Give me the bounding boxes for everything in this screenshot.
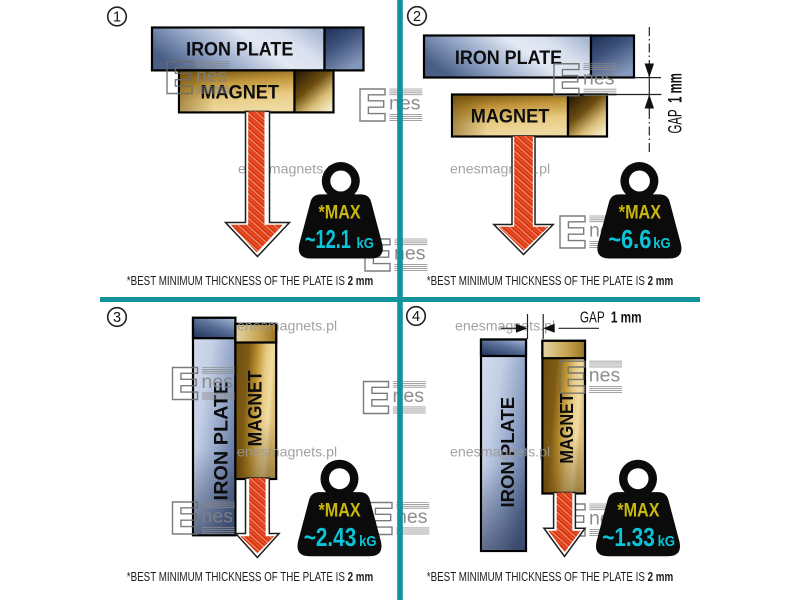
svg-text:~2.43: ~2.43 — [304, 523, 357, 552]
svg-text:kG: kG — [357, 235, 374, 251]
svg-text:3: 3 — [113, 310, 121, 326]
svg-text:enesmagnets.pl: enesmagnets.pl — [237, 445, 337, 461]
svg-text:kG: kG — [658, 534, 675, 550]
svg-text:enesmagnets.pl: enesmagnets.pl — [455, 319, 555, 335]
svg-text:*MAX: *MAX — [318, 499, 360, 521]
svg-text:IRON PLATE: IRON PLATE — [186, 38, 293, 60]
svg-text:*MAX: *MAX — [619, 201, 661, 223]
svg-text:IRON PLATE: IRON PLATE — [211, 382, 233, 501]
svg-text:*BEST MINIMUM THICKNESS OF THE: *BEST MINIMUM THICKNESS OF THE PLATE IS … — [427, 275, 673, 288]
svg-text:GAP 1 mm: GAP 1 mm — [580, 309, 642, 326]
svg-text:*MAX: *MAX — [318, 201, 360, 223]
svg-text:IRON PLATE: IRON PLATE — [497, 397, 518, 508]
svg-text:4: 4 — [412, 309, 420, 325]
svg-text:IRON PLATE: IRON PLATE — [455, 46, 562, 68]
svg-text:2: 2 — [413, 9, 421, 25]
svg-text:1: 1 — [113, 10, 121, 26]
svg-text:kG: kG — [653, 235, 670, 251]
svg-text:*BEST MINIMUM THICKNESS OF THE: *BEST MINIMUM THICKNESS OF THE PLATE IS … — [427, 571, 673, 584]
svg-text:~1.33: ~1.33 — [602, 523, 655, 552]
svg-text:kG: kG — [359, 534, 376, 550]
svg-text:MAGNET: MAGNET — [556, 393, 577, 464]
svg-text:enesmagnets.pl: enesmagnets.pl — [450, 445, 550, 461]
svg-text:MAGNET: MAGNET — [471, 105, 550, 127]
svg-text:*BEST MINIMUM THICKNESS OF THE: *BEST MINIMUM THICKNESS OF THE PLATE IS … — [127, 275, 373, 288]
svg-text:enesmagnets.pl: enesmagnets.pl — [237, 319, 337, 335]
svg-text:*BEST MINIMUM THICKNESS OF THE: *BEST MINIMUM THICKNESS OF THE PLATE IS … — [127, 571, 373, 584]
svg-text:*MAX: *MAX — [617, 499, 659, 521]
svg-text:~12.1: ~12.1 — [305, 225, 351, 254]
svg-text:GAP 1 mm: GAP 1 mm — [666, 73, 687, 133]
svg-text:~6.6: ~6.6 — [608, 225, 651, 254]
svg-text:MAGNET: MAGNET — [244, 371, 266, 447]
